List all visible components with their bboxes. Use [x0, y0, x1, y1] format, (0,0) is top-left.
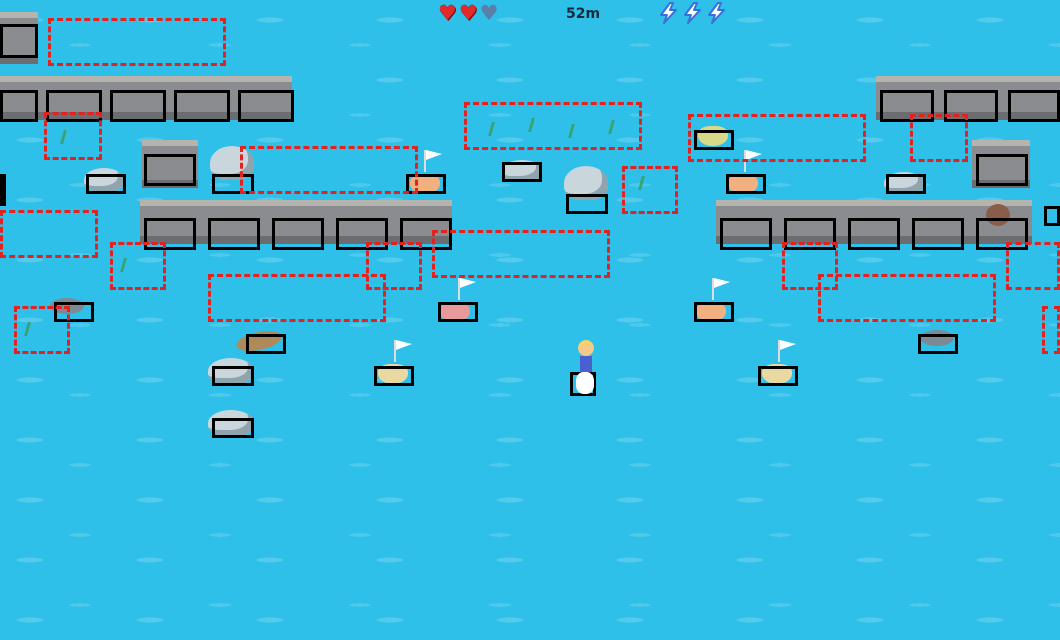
obstacle-marker	[0, 90, 38, 122]
obstacle-marker	[406, 174, 446, 194]
buoy	[378, 364, 408, 384]
obstacle-marker	[502, 162, 542, 182]
obstacle-marker	[144, 154, 196, 186]
obstacle-marker	[694, 130, 734, 150]
hazard-zone	[1042, 306, 1060, 354]
hazard-zone	[818, 274, 996, 322]
obstacle-marker	[720, 218, 772, 250]
flag-icon	[458, 278, 460, 300]
pier-top-right	[876, 76, 1060, 120]
hazard-zone	[44, 112, 102, 160]
obstacle-marker	[212, 418, 254, 438]
buoy	[728, 174, 758, 194]
boost-indicator	[658, 2, 727, 24]
obstacle-marker	[86, 174, 126, 194]
hazard-zone	[1006, 242, 1060, 290]
hazard-zone	[782, 242, 838, 290]
obstacle-marker	[1008, 90, 1060, 122]
small-rock	[84, 168, 124, 192]
obstacle-marker	[784, 218, 836, 250]
flag-icon	[712, 278, 714, 300]
flag-icon	[394, 340, 396, 362]
heart-icon: ♥	[458, 1, 478, 25]
obstacle-marker	[208, 218, 260, 250]
obstacle-marker	[374, 366, 414, 386]
obstacle-marker	[758, 366, 798, 386]
lives-indicator: ♥♥♥	[438, 3, 498, 24]
hud: ♥♥♥ 52m	[0, 0, 1060, 28]
obstacle-marker	[918, 334, 958, 354]
buoy	[762, 364, 792, 384]
obstacle-marker	[912, 218, 964, 250]
lightning-bolt-icon	[706, 2, 727, 24]
obstacle-marker	[726, 174, 766, 194]
obstacle-marker	[212, 174, 254, 194]
obstacle-marker	[944, 90, 998, 122]
obstacle-marker	[174, 90, 230, 122]
obstacle-marker	[438, 302, 478, 322]
obstacle-marker	[46, 90, 102, 122]
surfboard	[576, 372, 594, 394]
obstacle-marker	[110, 90, 166, 122]
hazard-zone	[240, 146, 418, 194]
obstacle-marker	[848, 218, 900, 250]
surfer-body	[580, 356, 592, 372]
hazard-zone	[432, 230, 610, 278]
buoy	[440, 302, 470, 322]
obstacle-marker	[54, 302, 94, 322]
lightning-bolt-icon	[658, 2, 679, 24]
small-rock	[208, 358, 254, 384]
obstacle-marker	[694, 302, 734, 322]
small-rock	[502, 160, 542, 182]
hazard-zone	[208, 274, 386, 322]
obstacle-marker	[880, 90, 934, 122]
obstacle-marker	[246, 334, 286, 354]
obstacle-marker	[336, 218, 388, 250]
lightning-bolt-icon	[682, 2, 703, 24]
obstacle-marker	[144, 218, 196, 250]
heart-icon: ♥	[479, 1, 499, 25]
obstacle-marker	[212, 366, 254, 386]
flag-icon	[778, 340, 780, 362]
hazard-zone	[366, 242, 422, 290]
hazard-zone	[688, 114, 866, 162]
buoy	[696, 302, 726, 322]
hazard-zone	[110, 242, 166, 290]
obstacle-marker	[886, 174, 926, 194]
small-rock	[208, 410, 254, 436]
hazard-zone	[14, 306, 70, 354]
obstacle-marker	[0, 174, 6, 206]
obstacle-marker	[976, 218, 1028, 250]
obstacle-marker	[238, 90, 294, 122]
obstacle-marker	[400, 218, 452, 250]
obstacle-marker	[976, 154, 1028, 186]
obstacle-marker	[566, 194, 608, 214]
hazard-zone	[48, 18, 226, 66]
obstacle-marker	[0, 24, 38, 58]
small-rock	[884, 172, 924, 194]
pier-middle-right	[716, 200, 1032, 244]
distance-counter: 52m	[566, 6, 601, 22]
player-surfer	[574, 340, 598, 394]
hazard-zone	[910, 114, 968, 162]
obstacle-marker	[272, 218, 324, 250]
hazard-zone	[464, 102, 642, 150]
hazard-zone	[0, 210, 98, 258]
surfer-head	[578, 340, 594, 356]
flag-icon	[424, 150, 426, 172]
hazard-zone	[622, 166, 678, 214]
obstacle-marker	[1044, 206, 1060, 226]
heart-icon: ♥	[438, 1, 457, 25]
